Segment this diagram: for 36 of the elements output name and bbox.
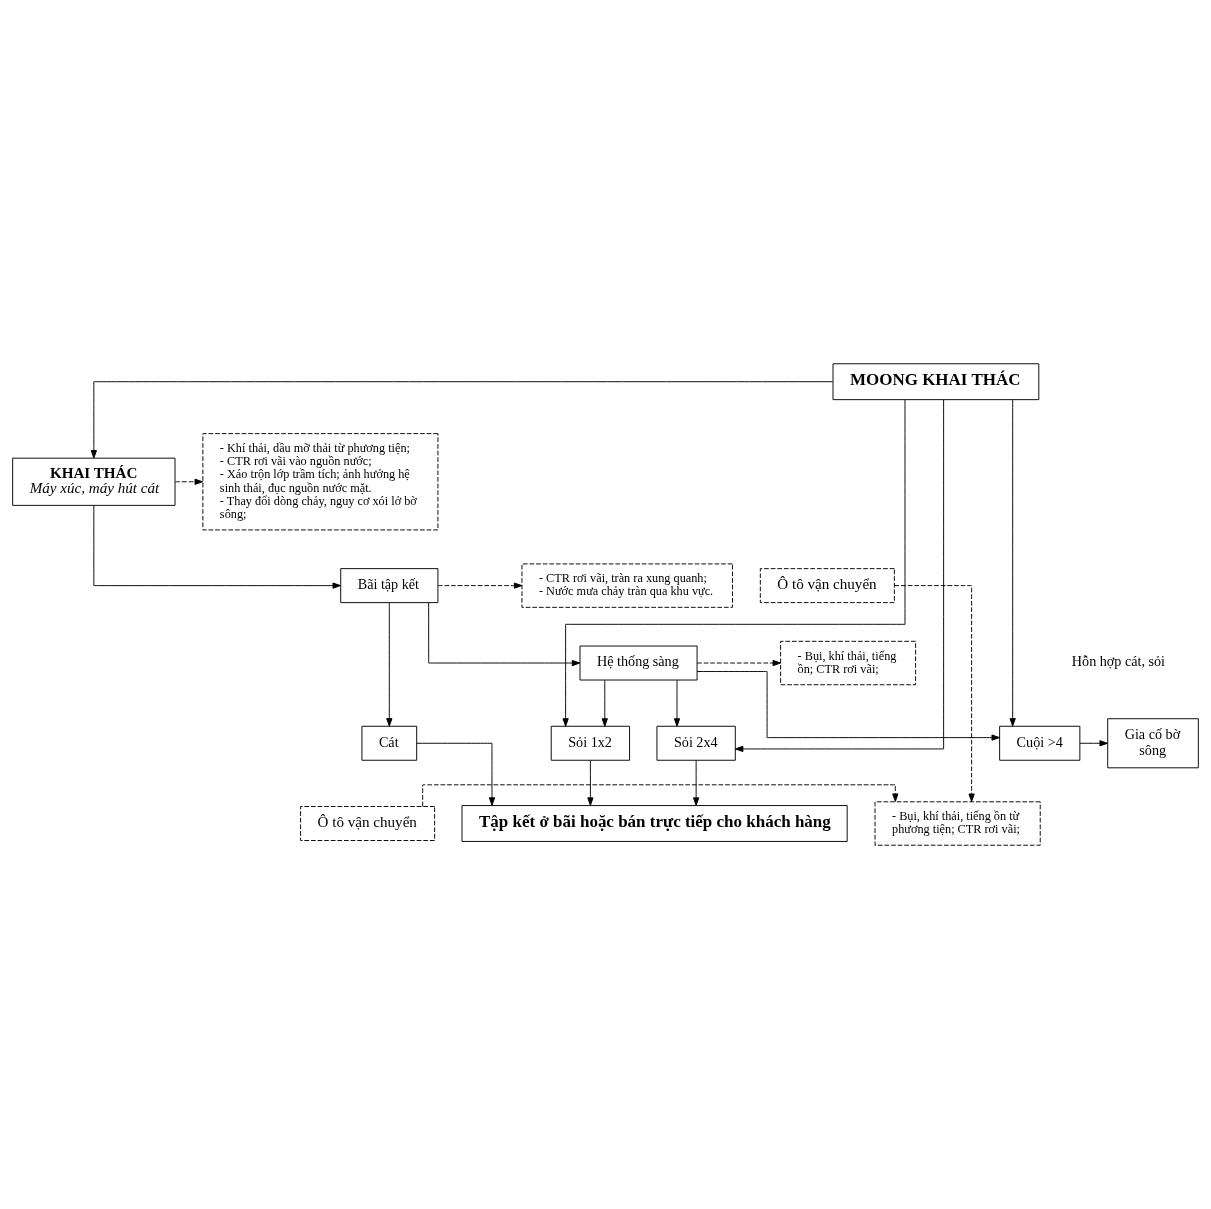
node-box: Hệ thống sàng <box>579 645 698 681</box>
node-box: Ô tô vận chuyển <box>300 806 436 841</box>
arrow <box>734 399 945 753</box>
arrow <box>587 759 594 806</box>
node-box: Cuội >4 <box>999 725 1081 761</box>
arrow <box>437 582 523 589</box>
node-box: - Bụi, khí thải, tiếng ồn từ phương tiện; CTR rơi vãi; <box>874 801 1041 846</box>
node-box: Gia cố bờ sông <box>1107 718 1199 769</box>
node-box: - Khí thải, dầu mỡ thải từ phương tiện; - CTR rơi vãi vào nguồn nước; - Xáo trộn lớp trầm tích; ảnh hưởng hệ sinh thái, đục nguồn nước mặt. - Thay đổi dòng chảy, nguy cơ xói lở bờ sông; <box>202 433 439 531</box>
arrow <box>601 679 608 727</box>
arrow <box>428 602 581 667</box>
node-box: - CTR rơi vãi, tràn ra xung quanh; - Nước mưa chảy tràn qua khu vực. <box>521 563 733 608</box>
arrow <box>1009 399 1016 727</box>
node-box: MOONG KHAI THÁC <box>832 363 1040 401</box>
node-box: Ô tô vận chuyển <box>759 568 895 604</box>
node-box: KHAI THÁC Máy xúc, máy hút cát <box>12 457 176 506</box>
node-box: Tập kết ở bãi hoặc bán trực tiếp cho khách hàng <box>461 805 848 842</box>
arrow <box>696 671 1000 741</box>
node-box: Cát <box>361 725 418 761</box>
arrow <box>90 381 834 459</box>
arrow <box>893 585 975 802</box>
arrow <box>1079 740 1108 747</box>
node-box: Bãi tập kết <box>340 568 439 604</box>
label: Hỗn hợp cát, sỏi <box>1071 653 1166 670</box>
node-box: Sỏi 1x2 <box>550 725 631 761</box>
arrow <box>562 399 906 727</box>
arrow <box>416 742 496 806</box>
node-box: Sỏi 2x4 <box>656 725 736 761</box>
arrow <box>174 478 204 485</box>
arrow <box>673 679 681 727</box>
arrow <box>696 659 782 667</box>
arrow <box>93 505 341 589</box>
node-box: - Bụi, khí thải, tiếng ồn; CTR rơi vãi; <box>780 640 917 686</box>
arrow <box>386 602 393 727</box>
arrow <box>693 759 700 806</box>
arrow <box>422 784 899 807</box>
